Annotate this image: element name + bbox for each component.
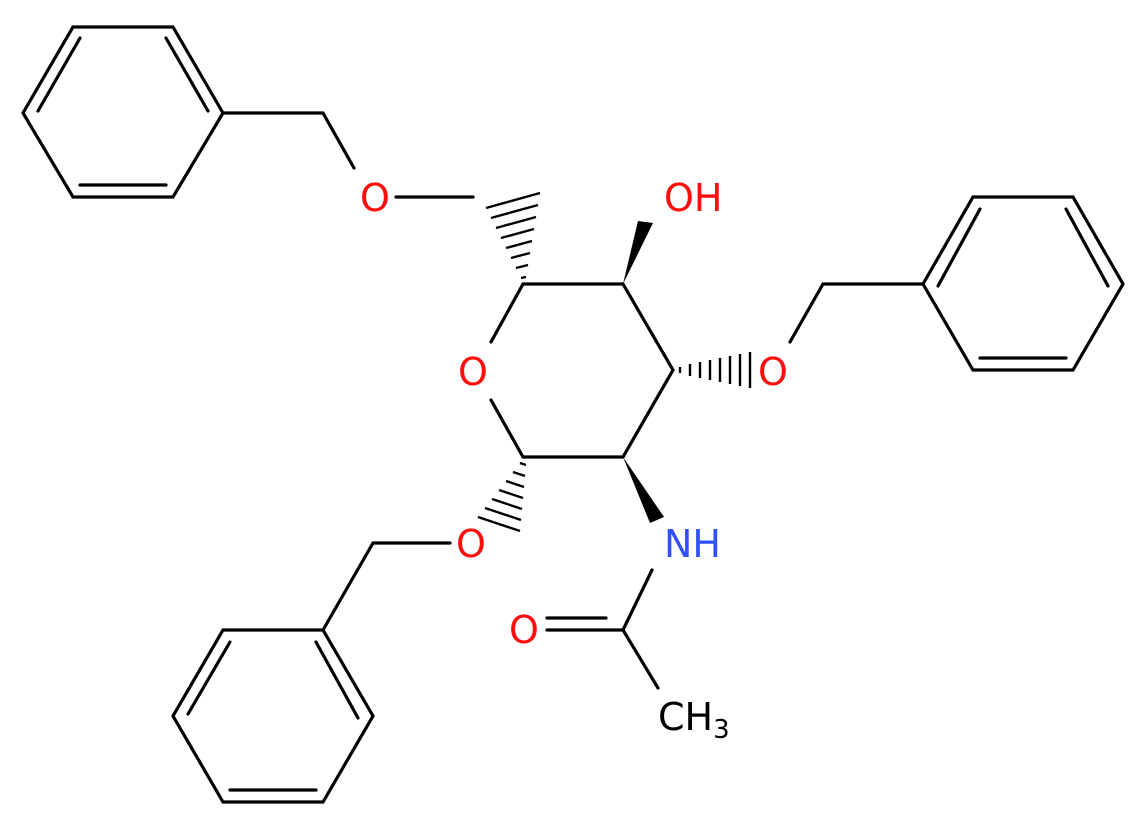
bond-carbonyl-c-methyl	[621, 628, 660, 690]
bond-ring-o-c5	[489, 282, 525, 344]
benzene-ring-3	[171, 628, 375, 804]
benzene-ring-1	[21, 25, 225, 199]
wedge-c2-n	[623, 457, 664, 523]
benzene-ring-1-double-a	[164, 36, 210, 113]
bond-c3-c2	[621, 368, 675, 459]
bond-c4-c3	[621, 282, 675, 372]
hash-c5-c6	[485, 191, 541, 280]
o6-oxygen-label: O	[360, 176, 390, 220]
methyl-ch-label: CH	[658, 695, 713, 739]
methyl-label: CH3	[658, 695, 730, 745]
bond-n-carbonyl-c	[621, 568, 654, 632]
benzene-ring-1-double-b	[36, 36, 82, 113]
benzene-ring-2-double-b	[1064, 207, 1110, 288]
hash-c3-o3	[678, 352, 752, 388]
hashed-bonds	[477, 191, 752, 533]
o1-oxygen-label: O	[456, 522, 486, 566]
ring-oxygen-label: O	[458, 350, 488, 394]
wedge-bonds	[623, 221, 664, 523]
benzene-ring-2-double-a	[936, 207, 982, 288]
bond-ring-3-double-c	[314, 640, 360, 720]
hash-c1-o1	[477, 461, 527, 533]
benzene-ring-2	[921, 195, 1125, 372]
methyl-subscript: 3	[713, 715, 730, 745]
bond-o6-ch2	[321, 111, 356, 170]
bond-o3-ch2	[788, 282, 825, 344]
bonds	[21, 25, 1125, 804]
bond-c1-ring-o	[489, 398, 525, 459]
amide-nh-label: NH	[664, 522, 721, 566]
carbonyl-oxygen-label: O	[509, 608, 539, 652]
atom-labels: O O OH O O NH O CH3	[360, 176, 788, 745]
hydroxyl-label: OH	[664, 176, 722, 220]
bond-ch2-ring3	[321, 541, 375, 632]
o3-oxygen-label: O	[758, 350, 788, 394]
benzene-ring-3-double-a	[186, 640, 232, 716]
wedge-c4-oh	[623, 221, 653, 284]
